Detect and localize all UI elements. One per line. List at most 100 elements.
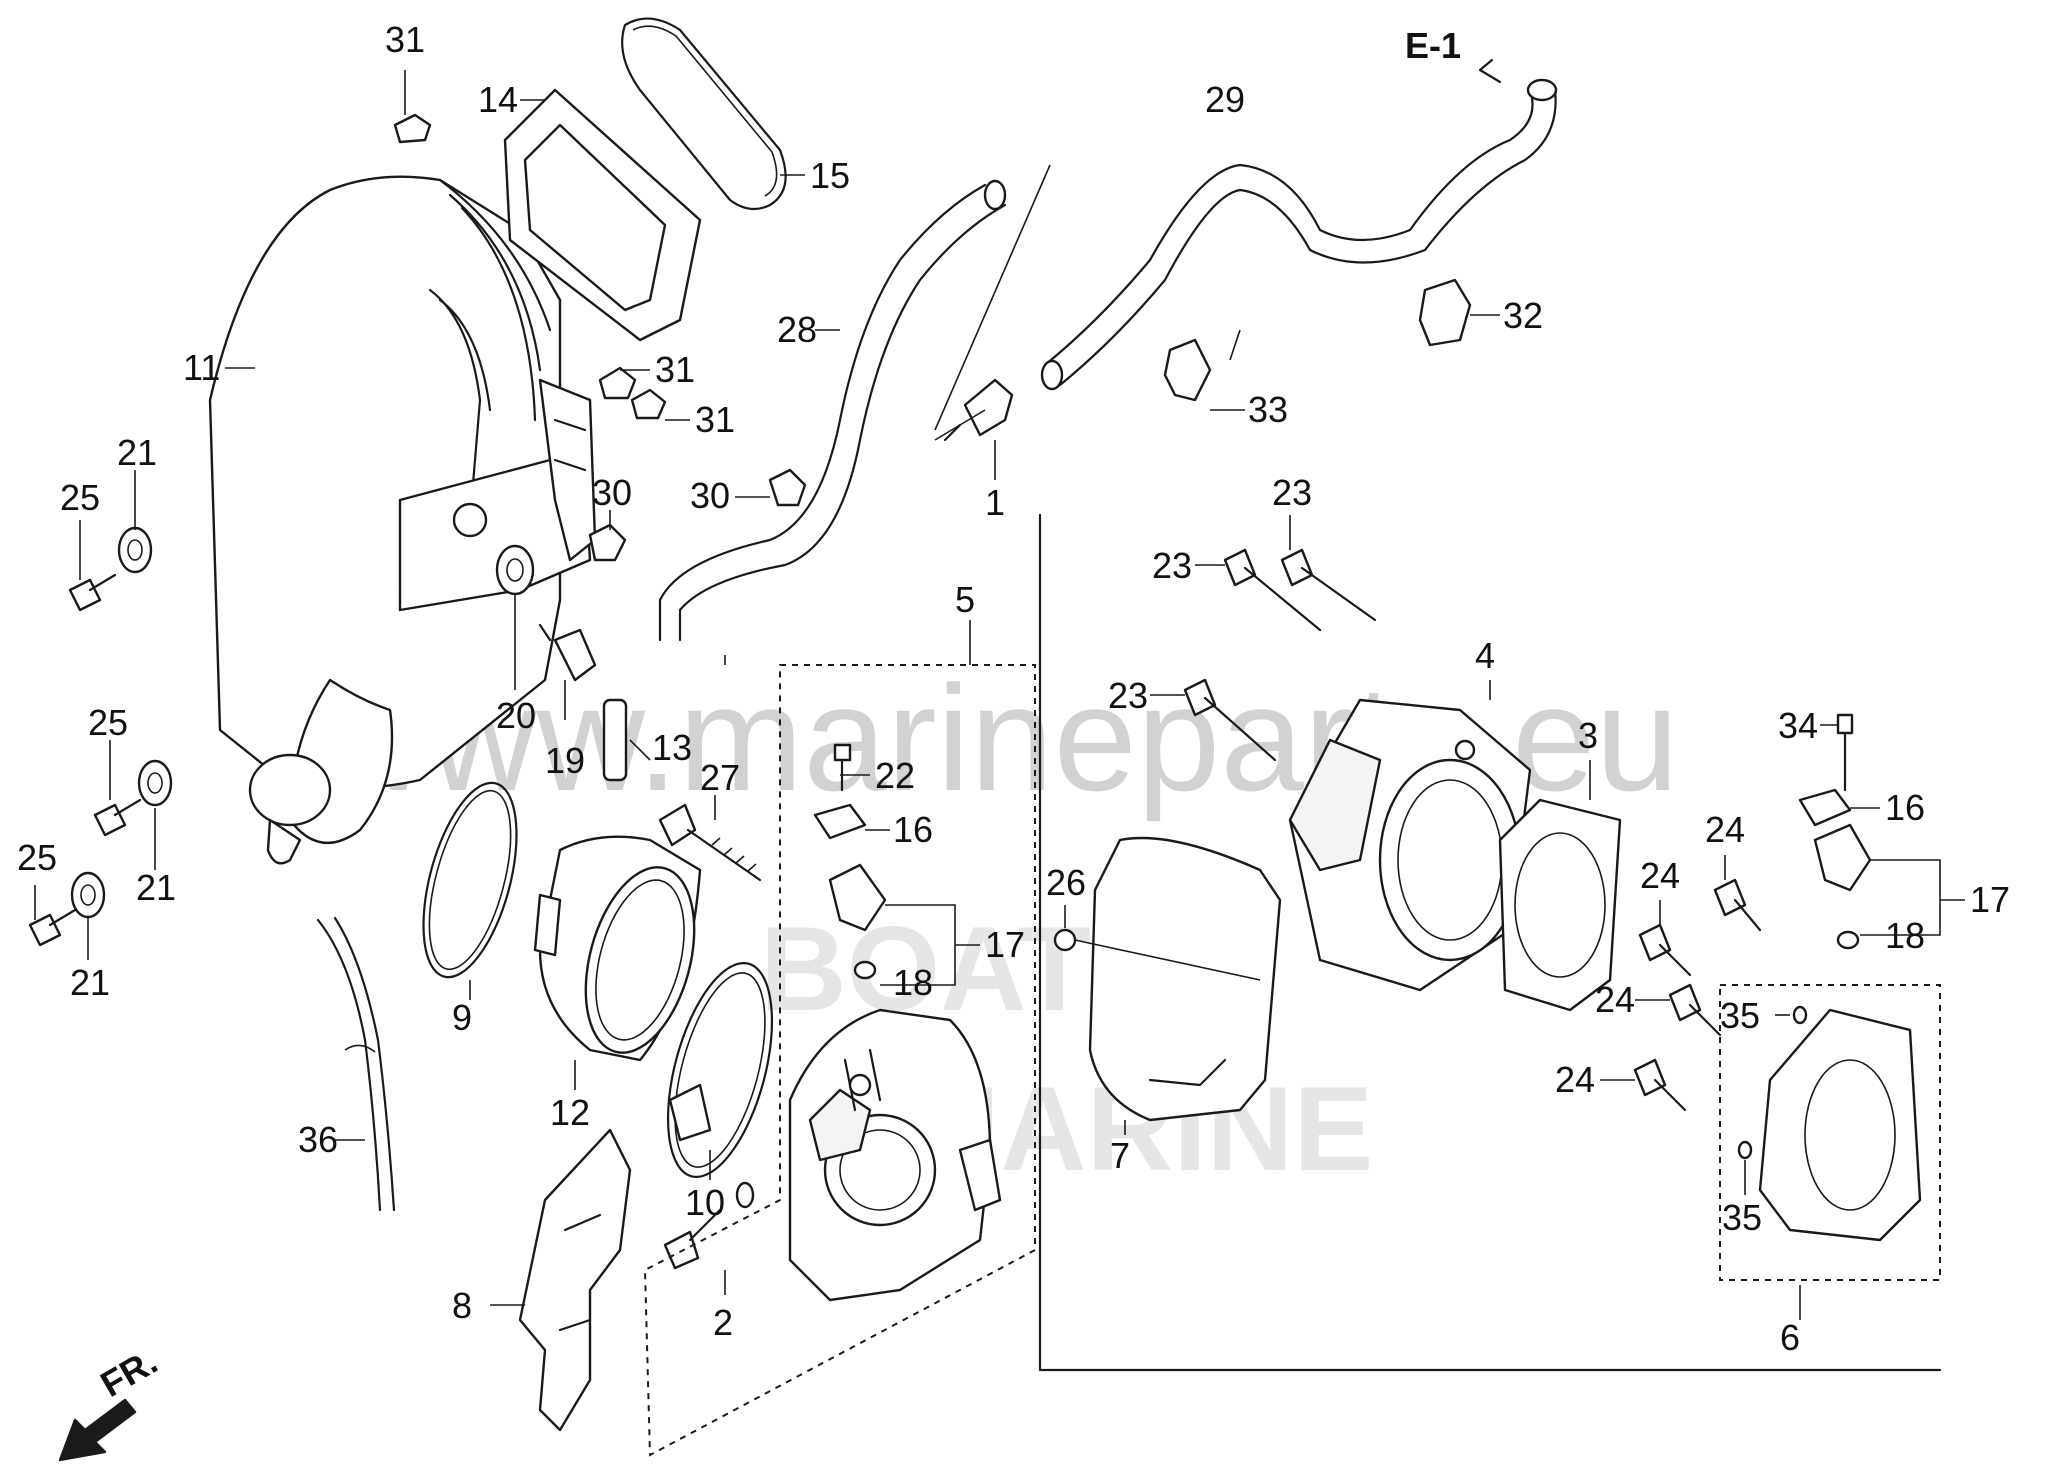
callout-12: 12: [550, 1092, 590, 1133]
sensor-17-left: [828, 863, 887, 932]
callout-13: 13: [652, 727, 692, 768]
callout-24-d: 24: [1555, 1059, 1595, 1100]
bolt-24-a: [1713, 878, 1762, 932]
callout-31-mid: 31: [655, 349, 695, 390]
breather-hose-28: [658, 179, 1007, 642]
callout-24-b: 24: [1640, 855, 1680, 896]
callout-25-low: 25: [17, 837, 57, 878]
leader-1-v: [934, 164, 1051, 431]
front-arrow: [58, 1398, 137, 1462]
bolt-23-b: [1280, 548, 1377, 622]
callout-31-low: 31: [695, 399, 735, 440]
bolt-23-c: [1183, 678, 1277, 762]
assembly-6-outline: [1719, 984, 1941, 1281]
assembly-5-outline: [643, 620, 1036, 1457]
bolt-25-top: [68, 573, 117, 612]
callout-21-mid: 21: [136, 867, 176, 908]
joint-1: [943, 378, 1014, 442]
callout-32: 32: [1503, 295, 1543, 336]
breather-hose-29: [1040, 78, 1558, 391]
callout-21-low: 21: [70, 962, 110, 1003]
leader-1-short: [934, 409, 986, 441]
callout-15: 15: [810, 155, 850, 196]
bolt-23-a: [1223, 548, 1322, 632]
callout-29: 29: [1205, 79, 1245, 120]
throttle-body-5: [788, 1008, 1002, 1302]
callout-14: 14: [478, 79, 518, 120]
callout-17-right: 17: [1970, 879, 2010, 920]
callout-26: 26: [1046, 862, 1086, 903]
screw-26: [1053, 928, 1077, 952]
drain-tube-36: [316, 916, 396, 1212]
callout-31-top: 31: [385, 19, 425, 60]
callout-30-left: 30: [592, 472, 632, 513]
air-cleaner-housing: [208, 175, 597, 865]
callout-22: 22: [875, 755, 915, 796]
callout-24-a: 24: [1705, 809, 1745, 850]
callout-18-right: 18: [1885, 915, 1925, 956]
callout-18-left: 18: [893, 962, 933, 1003]
callout-16-left: 16: [893, 809, 933, 850]
washer-18-left: [853, 960, 877, 980]
bolt-24-d: [1633, 1058, 1687, 1112]
bolt-24-c: [1668, 983, 1722, 1037]
frame-line-right: [1038, 513, 1942, 1372]
grommets-31-pair: [598, 366, 667, 420]
leader-26: [1074, 939, 1261, 981]
callout-35-low: 35: [1722, 1197, 1762, 1238]
callout-1: 1: [985, 482, 1005, 523]
callout-23-low: 23: [1108, 675, 1148, 716]
callout-7: 7: [1110, 1135, 1130, 1176]
bolt-24-b: [1638, 923, 1692, 977]
callout-19: 19: [545, 740, 585, 781]
callout-11: 11: [183, 347, 220, 388]
bolt-27: [658, 803, 762, 882]
callout-5: 5: [955, 579, 975, 620]
gasket-3: [1498, 798, 1622, 1012]
callout-23-top: 23: [1272, 472, 1312, 513]
plate-7: [1088, 836, 1282, 1122]
throttle-body-4: [1288, 698, 1532, 992]
e1-arrow: [1478, 58, 1502, 84]
bolt-25-mid: [93, 798, 142, 837]
clip-30-right: [768, 468, 807, 507]
clamp-33: [1163, 338, 1212, 402]
callout-3: 3: [1578, 715, 1598, 756]
collar-21-top: [117, 526, 153, 574]
grommet-20: [495, 544, 535, 596]
o-ring-9: [422, 781, 518, 979]
callout-30-right: 30: [690, 475, 730, 516]
reference-e1: E-1: [1405, 25, 1461, 66]
callout-labels: 31 14 15 11 21 25 25 21 25 21 31 31 30 3…: [17, 19, 2010, 1405]
callout-28: 28: [777, 309, 817, 350]
throttle-body-6: [1737, 1005, 1922, 1242]
collar-21-mid: [137, 759, 173, 807]
grommet-31-top: [393, 113, 432, 144]
air-filter-element: [503, 88, 702, 342]
clamp-32: [1418, 278, 1472, 347]
callout-21-top: 21: [117, 432, 157, 473]
callout-27: 27: [700, 757, 740, 798]
clamp-band-10: [666, 962, 774, 1178]
bolt-25-low: [28, 908, 77, 947]
screw-34: [1836, 713, 1854, 792]
sensor-19: [538, 623, 597, 682]
callout-2: 2: [713, 1302, 733, 1343]
leader-lines: [34, 70, 1965, 1320]
callout-25-top: 25: [60, 477, 100, 518]
callout-6: 6: [1780, 1317, 1800, 1358]
callout-33: 33: [1248, 389, 1288, 430]
tube-joint-13: [602, 698, 628, 782]
front-label: FR.: [94, 1340, 165, 1405]
sensor-17-right: [1813, 823, 1872, 892]
callout-23-mid: 23: [1152, 545, 1192, 586]
washer-18-right: [1836, 930, 1860, 950]
callout-8: 8: [452, 1285, 472, 1326]
callout-17-left: 17: [985, 924, 1025, 965]
callout-10: 10: [685, 1182, 725, 1223]
callout-24-c: 24: [1595, 979, 1635, 1020]
callout-25-mid: 25: [88, 702, 128, 743]
callout-4: 4: [1475, 635, 1495, 676]
plate-16-right: [1798, 788, 1852, 827]
